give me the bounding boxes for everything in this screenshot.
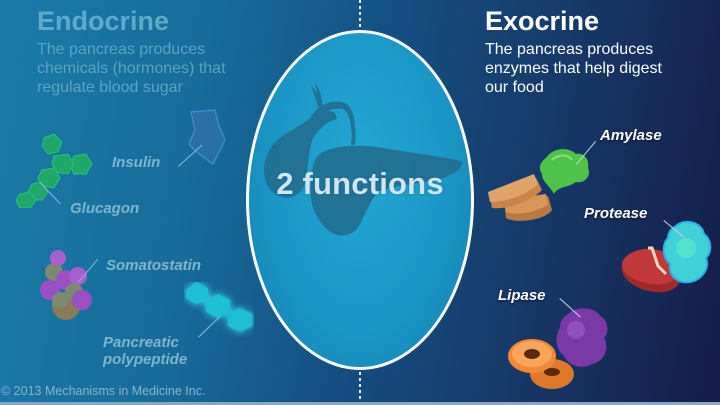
endocrine-description-line: chemicals (hormones) that: [37, 60, 226, 77]
amylase-label: Amylase: [600, 127, 662, 144]
exocrine-description-line: our food: [485, 79, 544, 96]
pancreatic-polypeptide-label-line: polypeptide: [103, 351, 188, 368]
insulin-molecule-icon: [188, 109, 226, 166]
lipase-enzyme-icon: [556, 308, 608, 367]
endocrine-description: The pancreas produces chemicals (hormone…: [37, 40, 226, 97]
pancreatic-polypeptide-label-line: Pancreatic: [103, 334, 179, 351]
glucagon-molecule-icon: [15, 134, 93, 208]
center-oval: 2 functions: [246, 30, 474, 370]
exocrine-description-line: The pancreas produces: [485, 41, 654, 58]
exocrine-description: The pancreas produces enzymes that help …: [485, 40, 662, 97]
somatostatin-molecule-icon: [40, 250, 92, 320]
lipase-label: Lipase: [498, 287, 546, 304]
exocrine-description-line: enzymes that help digest: [485, 60, 662, 77]
donut-icon: [508, 339, 574, 389]
exocrine-heading: Exocrine: [485, 6, 600, 36]
center-title: 2 functions: [276, 166, 444, 201]
amylase-enzyme-icon: [539, 149, 590, 194]
pancreatic-polypeptide-molecule-icon: [186, 282, 252, 332]
endocrine-description-line: regulate blood sugar: [37, 79, 183, 96]
pancreatic-polypeptide-label: Pancreatic polypeptide: [103, 334, 187, 368]
bottom-border: [0, 402, 720, 405]
glucagon-label: Glucagon: [70, 200, 140, 217]
protease-label: Protease: [584, 205, 648, 222]
pancreas-gallbladder-icon: [264, 81, 462, 236]
endocrine-heading: Endocrine: [37, 6, 170, 36]
copyright-notice: © 2013 Mechanisms in Medicine Inc.: [1, 384, 206, 398]
somatostatin-label: Somatostatin: [106, 257, 202, 274]
bread-icon: [488, 174, 552, 221]
endocrine-description-line: The pancreas produces: [37, 41, 206, 58]
insulin-label: Insulin: [112, 154, 161, 171]
protease-enzyme-icon: [662, 220, 712, 284]
